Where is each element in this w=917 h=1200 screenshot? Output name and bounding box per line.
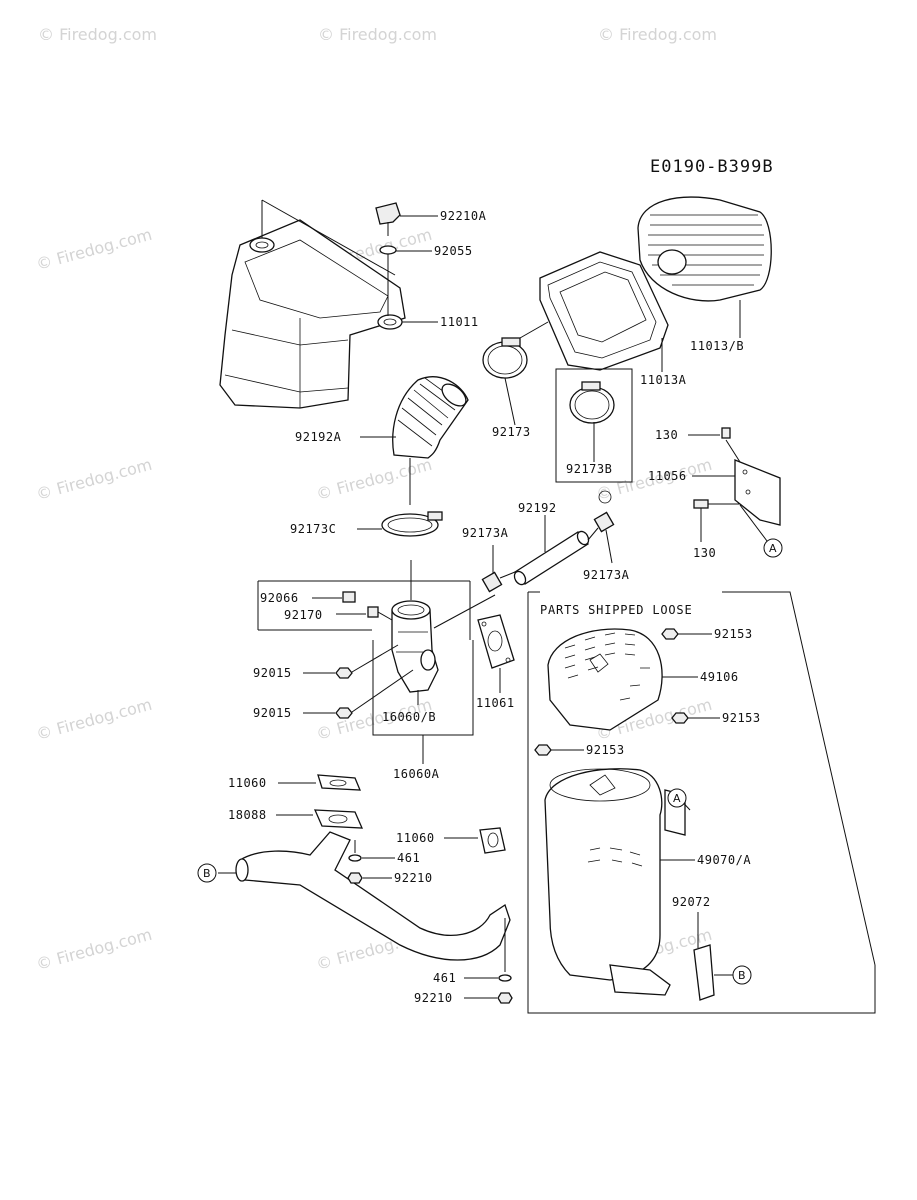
part-label: 130 <box>693 546 716 560</box>
part-label: 11013/B <box>690 339 744 353</box>
part-label: 92192 <box>518 501 557 515</box>
spark-arrester-clip <box>693 944 715 1001</box>
elbow-hose <box>392 376 469 459</box>
intake-pipe <box>391 600 439 693</box>
nut <box>335 707 353 719</box>
callout-marker <box>763 538 783 558</box>
watermark: © Firedog.com <box>318 25 437 44</box>
knob-bolt <box>375 202 401 236</box>
watermark: © Firedog.com <box>34 695 154 744</box>
hose-clamp <box>381 511 443 537</box>
muffler-cover <box>547 628 663 731</box>
part-label: 92210A <box>440 209 487 223</box>
part-label: 92173A <box>462 526 509 540</box>
bracket <box>734 459 781 526</box>
watermark: © Firedog.com <box>34 225 154 274</box>
part-label: 92055 <box>434 244 473 258</box>
part-label: 92210 <box>414 991 453 1005</box>
part-label: 92173B <box>566 462 612 476</box>
part-label: 11056 <box>648 469 687 483</box>
callout-marker <box>732 965 752 985</box>
part-label: 92173C <box>290 522 336 536</box>
bolt <box>693 499 709 509</box>
watermark: © Firedog.com <box>34 925 154 974</box>
callout-letter: B <box>203 867 211 880</box>
nut <box>335 667 353 679</box>
muffler <box>544 768 686 996</box>
part-label: 92015 <box>253 706 292 720</box>
watermark: © Firedog.com <box>314 455 434 504</box>
part-label: 92173A <box>583 568 630 582</box>
watermark-mark <box>598 490 612 504</box>
exhaust-flange <box>313 809 364 829</box>
exhaust-pipe <box>235 831 511 961</box>
callout-marker <box>197 863 217 883</box>
nut <box>347 872 363 884</box>
part-label: 49070/A <box>697 853 751 867</box>
fitting <box>342 591 356 603</box>
part-label: 461 <box>397 851 420 865</box>
watermark: © Firedog.com <box>38 25 157 44</box>
washer <box>348 854 362 862</box>
part-label: 49106 <box>700 670 739 684</box>
loose-parts-frame <box>527 592 876 1014</box>
watermark: © Firedog.com <box>598 25 717 44</box>
nut <box>497 992 513 1004</box>
callout-letter: A <box>769 542 777 555</box>
callout-letter: A <box>673 792 681 805</box>
air-filter-element <box>637 196 772 302</box>
part-label: 16060A <box>393 767 440 781</box>
part-label: 130 <box>655 428 678 442</box>
hose-clamp-detail <box>569 381 615 424</box>
part-label: 461 <box>433 971 456 985</box>
breather-hose <box>513 530 590 586</box>
nut <box>534 744 552 756</box>
small-clamp <box>481 571 503 593</box>
part-label: 92153 <box>722 711 761 725</box>
watermark: © Firedog.com <box>34 455 154 504</box>
part-label: 11060 <box>228 776 267 790</box>
gasket <box>477 614 515 669</box>
part-label: 92153 <box>714 627 753 641</box>
part-label: 92066 <box>260 591 299 605</box>
pre-cleaner-foam <box>539 251 669 371</box>
small-clamp <box>593 511 615 533</box>
exhaust-gasket <box>317 774 361 791</box>
hose-clamp <box>482 337 528 379</box>
callout-marker <box>667 788 687 808</box>
nut <box>661 628 679 640</box>
part-label: 18088 <box>228 808 267 822</box>
part-label: 92072 <box>672 895 711 909</box>
part-label: 16060/B <box>382 710 436 724</box>
screw <box>367 606 379 618</box>
washer <box>379 245 397 255</box>
part-label: 11060 <box>396 831 435 845</box>
part-label: 92153 <box>586 743 625 757</box>
part-label: 92015 <box>253 666 292 680</box>
part-label: 92210 <box>394 871 433 885</box>
washer <box>498 974 512 982</box>
callout-letter: B <box>738 969 746 982</box>
part-label: 11013A <box>640 373 687 387</box>
part-label: 11061 <box>476 696 515 710</box>
detail-box <box>555 368 633 483</box>
section-title: PARTS SHIPPED LOOSE <box>540 603 692 617</box>
exhaust-gasket <box>479 827 506 854</box>
part-label: 11011 <box>440 315 479 329</box>
part-label: 92192A <box>295 430 342 444</box>
part-label: 92173 <box>492 425 531 439</box>
bolt <box>721 427 731 439</box>
nut <box>671 712 689 724</box>
part-label: 92170 <box>284 608 323 622</box>
diagram-code: E0190-B399B <box>650 157 774 177</box>
